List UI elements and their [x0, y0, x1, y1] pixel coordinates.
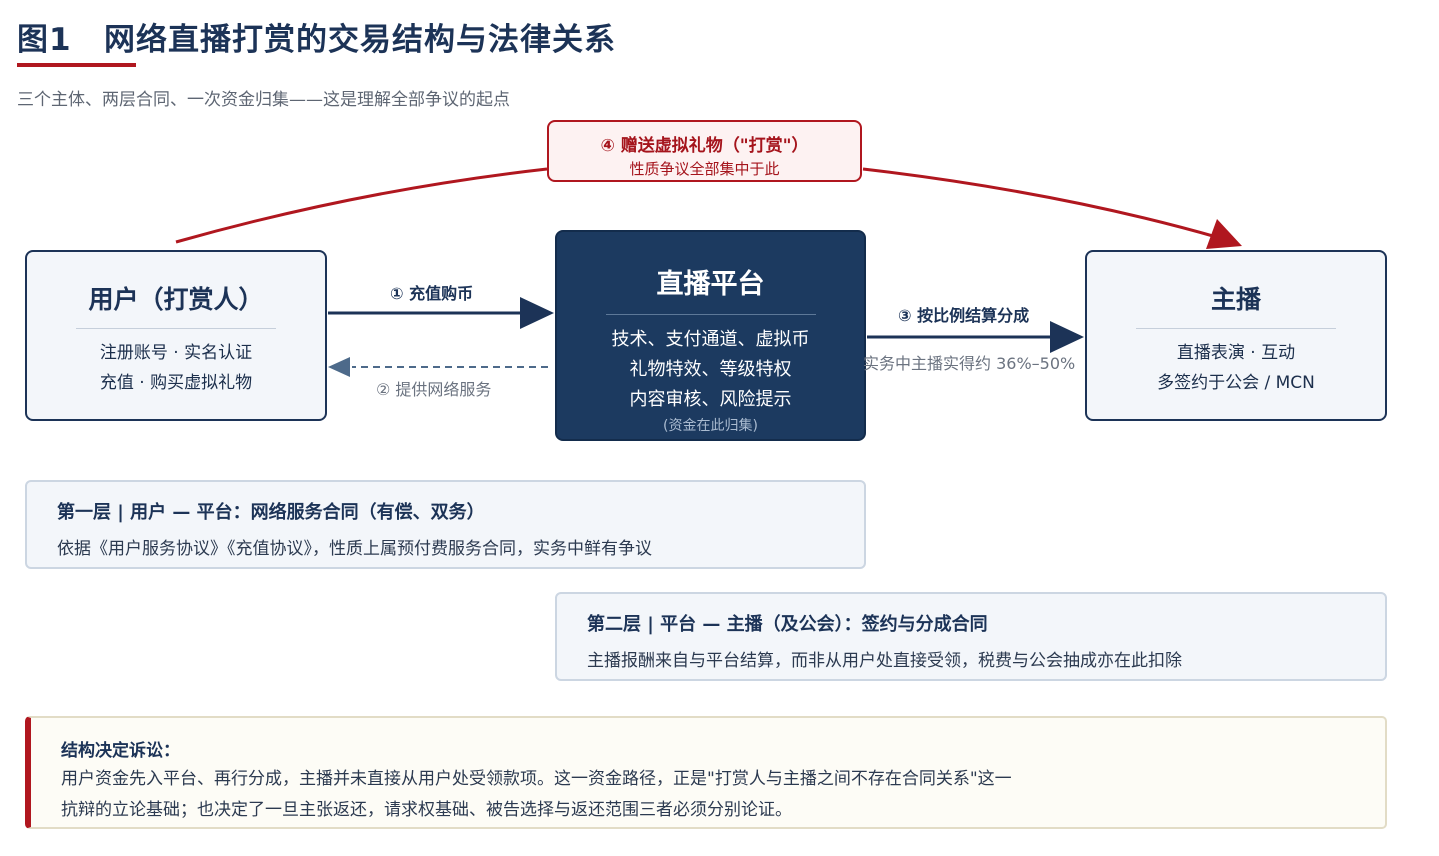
streamer-node-title: 主播: [1210, 285, 1261, 314]
conclusion-title: 结构决定诉讼：: [61, 741, 180, 761]
page-title: 网络直播打赏的交易结构与法律关系: [104, 22, 616, 58]
platform-node-divider: [605, 314, 816, 315]
contract-layer-title: 第二层 | 平台 — 主播（及公会）：签约与分成合同: [587, 614, 988, 635]
contract-layer-desc: 主播报酬来自与平台结算，而非从用户处直接受领，税费与公会抽成亦在此扣除: [587, 651, 1182, 671]
contract-layer-card: 第一层 | 用户 — 平台：网络服务合同（有偿、双务） 依据《用户服务协议》《充…: [25, 480, 866, 569]
conclusion-text-line: 用户资金先入平台、再行分成，主播并未直接从用户处受领款项。这一资金路径，正是"打…: [61, 769, 1012, 789]
page-subtitle: 三个主体、两层合同、一次资金归集——这是理解全部争议的起点: [17, 90, 510, 110]
streamer-node: 主播 直播表演 · 互动 多签约于公会 / MCN: [1085, 250, 1387, 421]
figure-label: 图1: [17, 22, 72, 58]
recharge-arrowhead: [520, 297, 554, 329]
platform-node-note: (资金在此归集): [663, 418, 758, 434]
gift-callout: ④ 赠送虚拟礼物（"打赏"） 性质争议全部集中于此: [547, 120, 862, 182]
platform-node-line: 内容审核、风险提示: [629, 389, 792, 410]
service-flow-label: ② 提供网络服务: [376, 380, 492, 399]
settle-flow-label: ③ 按比例结算分成: [898, 306, 1030, 325]
platform-node-line: 技术、支付通道、虚拟币: [611, 329, 810, 350]
platform-node-line: 礼物特效、等级特权: [629, 359, 792, 380]
conclusion-text-line: 抗辩的立论基础；也决定了一旦主张返还，请求权基础、被告选择与返还范围三者必须分别…: [61, 800, 792, 820]
platform-node: 直播平台 技术、支付通道、虚拟币 礼物特效、等级特权 内容审核、风险提示 (资金…: [555, 230, 866, 441]
user-node-divider: [76, 328, 276, 329]
user-node-line: 充值 · 购买虚拟礼物: [99, 373, 253, 393]
contract-layer-card: 第二层 | 平台 — 主播（及公会）：签约与分成合同 主播报酬来自与平台结算，而…: [555, 592, 1387, 681]
contract-layer-title: 第一层 | 用户 — 平台：网络服务合同（有偿、双务）: [57, 502, 485, 523]
user-node: 用户（打赏人） 注册账号 · 实名认证 充值 · 购买虚拟礼物: [25, 250, 327, 421]
contract-layer-desc: 依据《用户服务协议》《充值协议》，性质上属预付费服务合同，实务中鲜有争议: [57, 539, 652, 559]
gift-callout-subtitle: 性质争议全部集中于此: [629, 160, 780, 178]
gift-arc-left: [175, 167, 548, 244]
streamer-node-line: 多签约于公会 / MCN: [1157, 373, 1315, 393]
streamer-node-divider: [1136, 328, 1336, 329]
gift-callout-title: ④ 赠送虚拟礼物（"打赏"）: [600, 136, 809, 156]
streamer-node-line: 直播表演 · 互动: [1176, 343, 1296, 363]
service-arrowhead: [328, 357, 350, 377]
settle-flow-note: 实务中主播实得约 36%–50%: [863, 354, 1076, 373]
settle-arrowhead: [1050, 321, 1084, 353]
user-node-line: 注册账号 · 实名认证: [99, 343, 253, 363]
title-underline: [17, 63, 136, 67]
conclusion-callout: 结构决定诉讼： 用户资金先入平台、再行分成，主播并未直接从用户处受领款项。这一资…: [25, 716, 1387, 829]
recharge-flow-label: ① 充值购币: [390, 284, 474, 303]
platform-node-title: 直播平台: [656, 269, 765, 300]
gift-arc-right: [862, 167, 1221, 240]
gift-arrowhead: [1206, 219, 1242, 249]
user-node-title: 用户（打赏人）: [88, 285, 264, 314]
